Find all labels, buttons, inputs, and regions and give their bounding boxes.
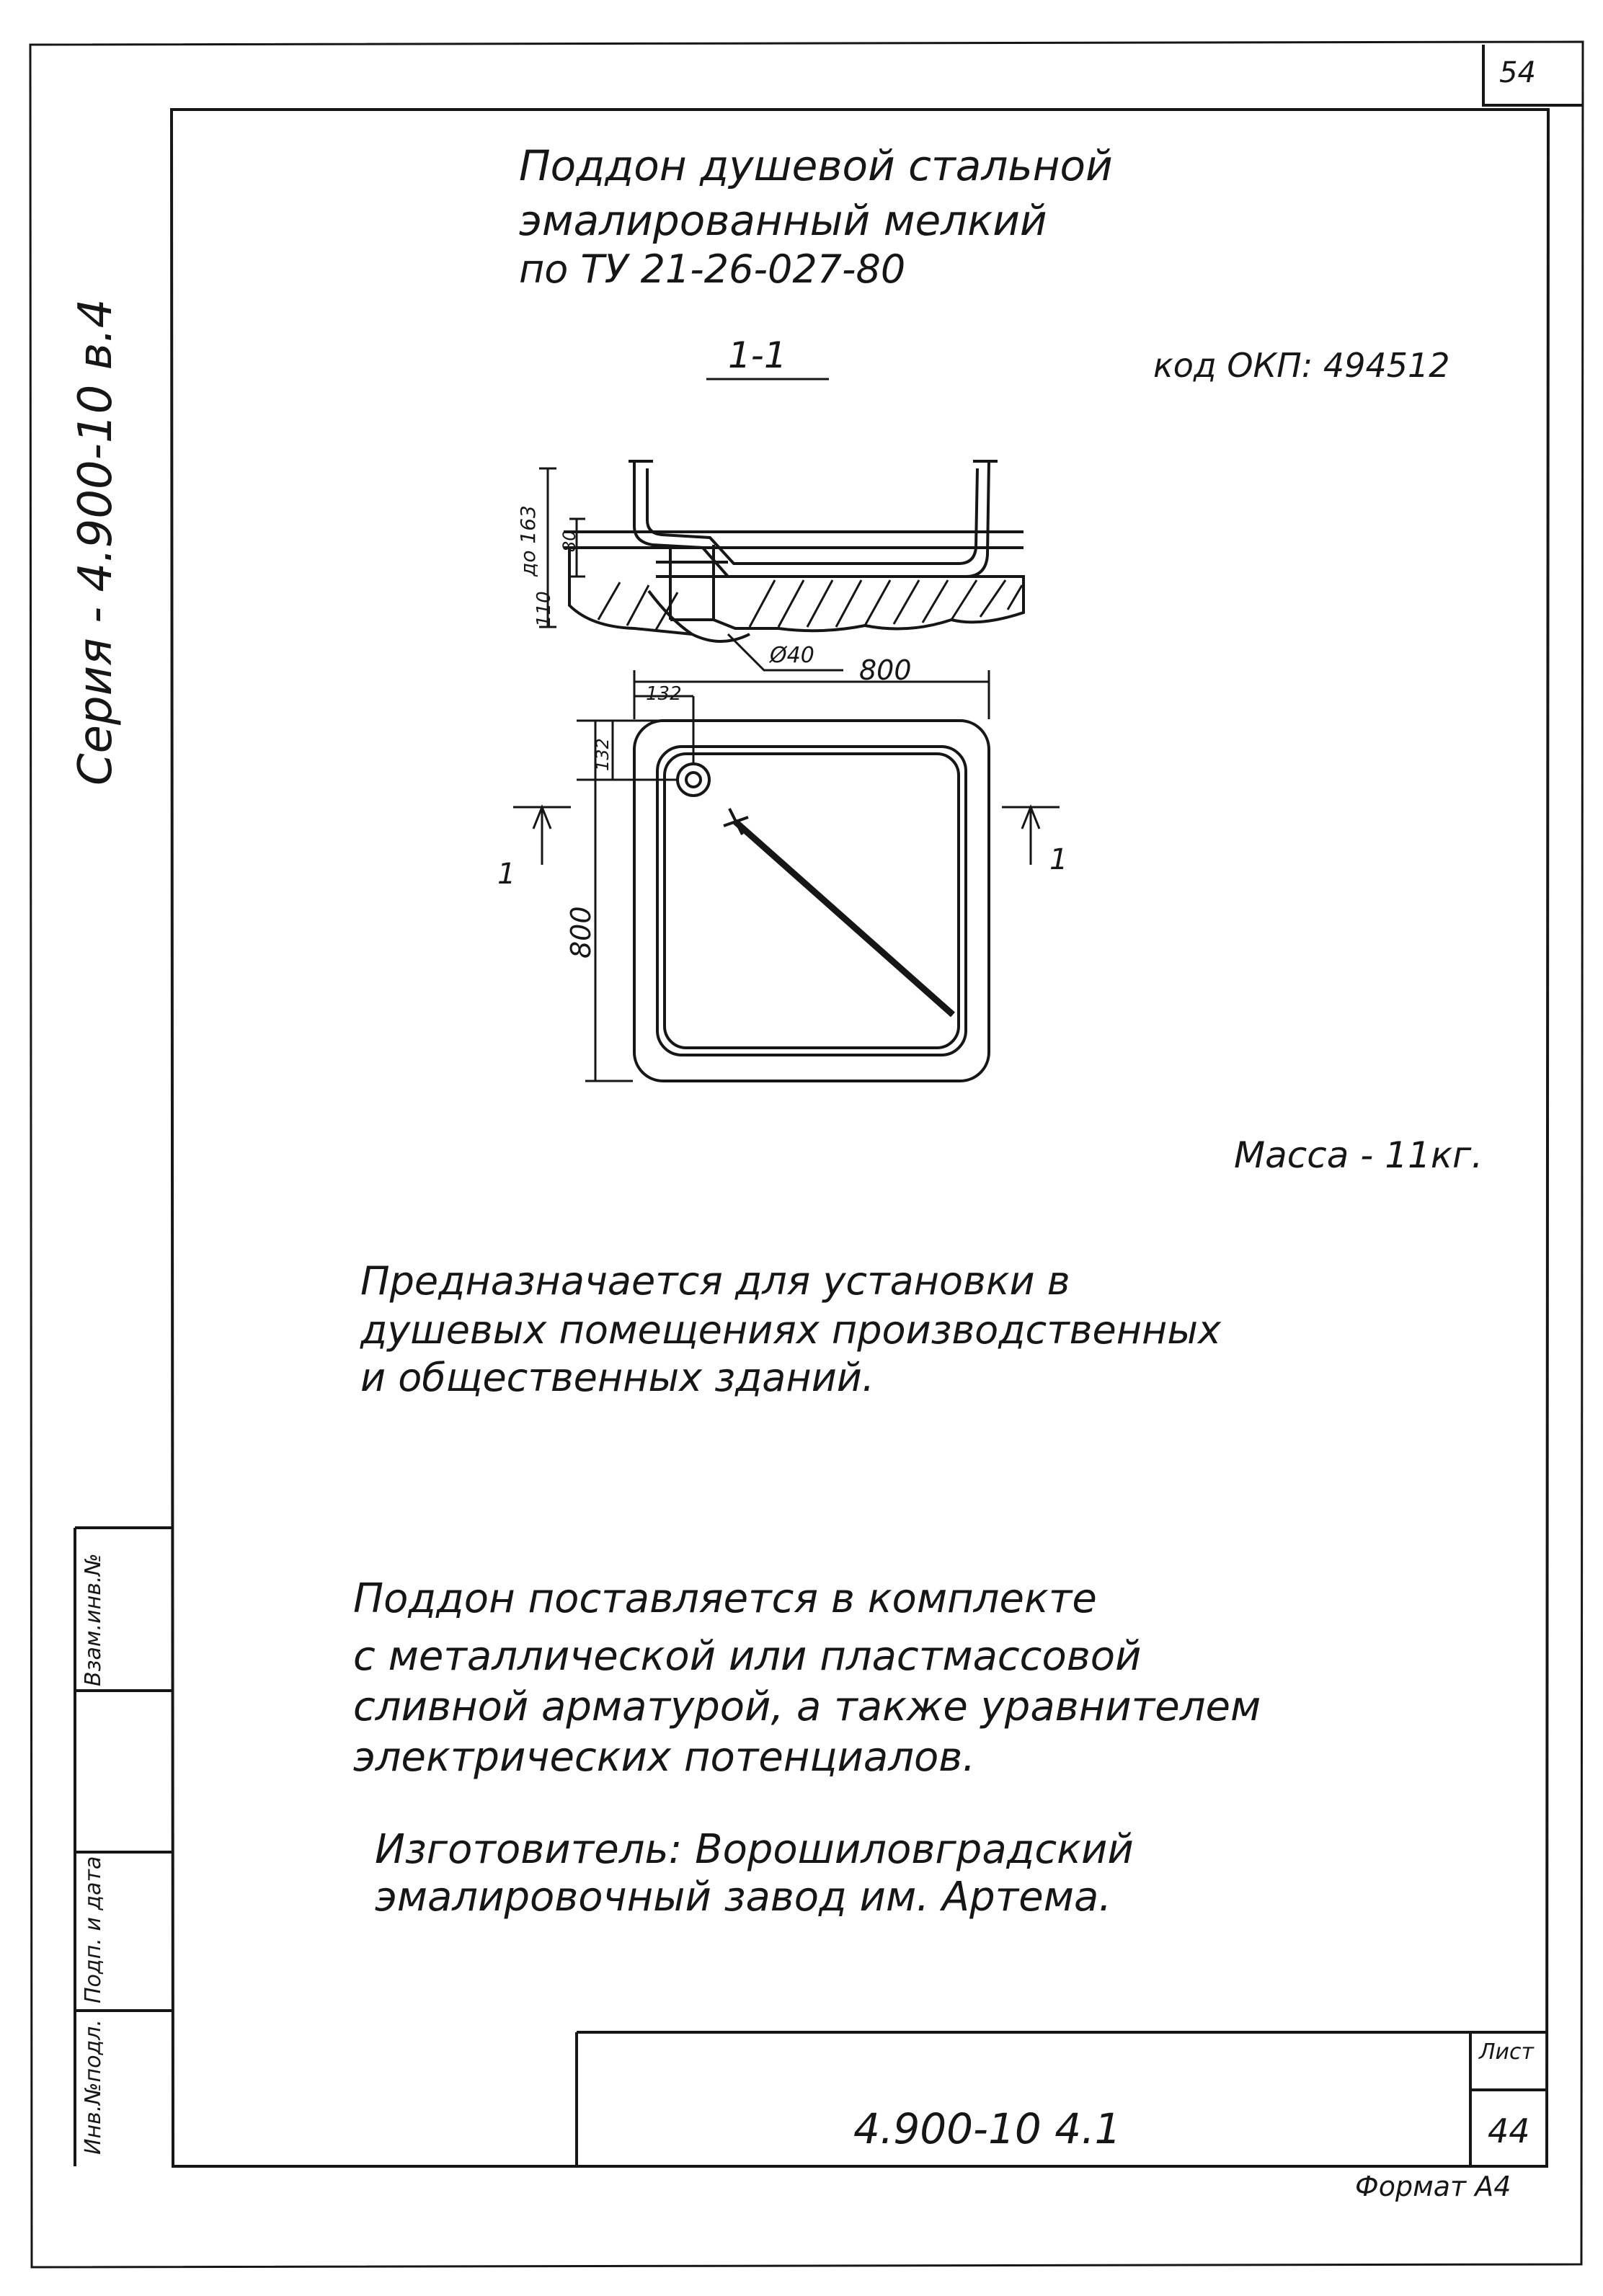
maker-line-2: эмалировочный завод им. Артема. (375, 1874, 1112, 1921)
section-1-1-view (564, 460, 1025, 643)
dim-height-total: до 163 (516, 505, 540, 577)
supply-line-2: с металлической или пластмассовой (353, 1633, 1142, 1680)
title-line-2: эмалированный мелкий (519, 196, 1047, 245)
stamp-sign-date: Подп. и дата (81, 1856, 106, 2003)
purpose-line-2: душевых помещениях производственных (360, 1307, 1221, 1353)
dim-drain-dia: Ø40 (770, 643, 814, 668)
cut-mark-left: 1 (497, 858, 516, 891)
plan-view (633, 719, 990, 1082)
section-hatching (597, 579, 1023, 631)
dim-height-lower: 110 (533, 591, 555, 627)
dim-height-upper: 80 (559, 530, 580, 552)
okp-code: код ОКП: 494512 (1153, 346, 1450, 385)
purpose-line-3: и общественных зданий. (360, 1355, 875, 1400)
cut-mark-right: 1 (1049, 843, 1068, 876)
supply-line-1: Поддон поставляется в комплекте (353, 1575, 1097, 1622)
supply-line-4: электрических потенциалов. (353, 1734, 976, 1781)
mass-label: Масса - 11кг. (1234, 1134, 1483, 1176)
format-label: Формат А4 (1355, 2171, 1511, 2202)
maker-line-1: Изготовитель: Ворошиловградский (375, 1826, 1134, 1873)
series-label-vertical: Серия - 4.900-10 в.4 (69, 298, 123, 786)
dim-drain-offset-x: 132 (646, 683, 682, 705)
stamp-sheet-label: Лист (1479, 2039, 1535, 2065)
page-corner-number: 54 (1499, 56, 1536, 89)
stamp-inv-orig: Инв.№подл. (81, 2019, 106, 2155)
title-line-1: Поддон душевой стальной (519, 141, 1113, 190)
dim-drain-offset-y: 132 (592, 738, 613, 771)
section-label: 1-1 (728, 334, 787, 376)
purpose-line-1: Предназначается для установки в (360, 1258, 1070, 1304)
dim-width: 800 (859, 654, 912, 686)
stamp-replaced-inv: Взам.инв.№ (81, 1553, 106, 1686)
stamp-sheet-number: 44 (1488, 2112, 1530, 2150)
title-line-3: по ТУ 21-26-027-80 (519, 246, 906, 292)
stamp-designation: 4.900-10 4.1 (853, 2104, 1122, 2153)
dim-length: 800 (565, 906, 597, 958)
supply-line-3: сливной арматурой, а также уравнителем (353, 1683, 1261, 1730)
